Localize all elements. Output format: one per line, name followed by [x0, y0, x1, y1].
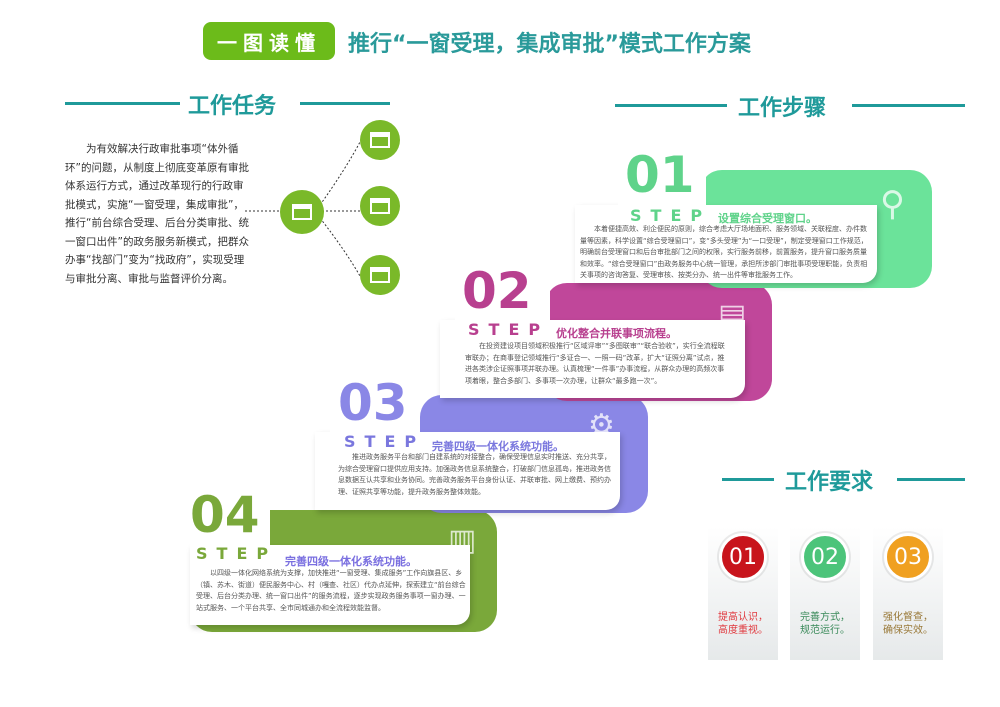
step-01-title: 设置综合受理窗口。	[718, 212, 817, 225]
step-01-number: 01	[625, 146, 695, 204]
bar-chart-icon: ▥	[448, 523, 477, 558]
chat-icon: ▤	[718, 298, 747, 333]
step-02-label: STEP	[468, 320, 550, 339]
task-node	[360, 186, 400, 226]
tasks-text: 为有效解决行政审批事项“体外循环”的问题，从制度上彻底变革原有审批体系运行方式，…	[65, 143, 249, 285]
requirement-line1: 完善方式，	[800, 612, 850, 623]
task-connectors	[245, 141, 361, 277]
requirement-line1: 提高认识，	[718, 612, 768, 623]
requirement-line2: 确保实效。	[883, 625, 933, 636]
step-04-number: 04	[190, 486, 260, 544]
requirement-card-01: 01 提高认识， 高度重视。	[708, 527, 778, 660]
step-02-tab	[455, 258, 550, 338]
step-03-label: STEP	[344, 432, 426, 451]
step-03-title: 完善四级一体化系统功能。	[432, 440, 564, 453]
step-04-text: 以四级一体化网络系统为支撑，加快推进“一窗受理、集成服务”工作向旗县区、乡（镇、…	[196, 569, 466, 612]
counter-icon	[292, 204, 312, 220]
counter-icon	[370, 132, 390, 148]
requirement-line2: 高度重视。	[718, 625, 768, 636]
step-02-text: 在投资建设项目领域积极推行“区域评审”“多图联审”“联合验收”，实行全流程联审联…	[465, 342, 725, 385]
step-04-title: 完善四级一体化系统功能。	[285, 555, 417, 568]
task-node-center	[280, 190, 324, 234]
requirement-card-03: 03 强化督查， 确保实效。	[873, 527, 943, 660]
gear-icon: ⚙	[588, 408, 615, 443]
requirements-heading: 工作要求	[785, 470, 874, 495]
tasks-heading: 工作任务	[188, 94, 277, 119]
divider	[615, 104, 727, 107]
task-node	[360, 255, 400, 295]
requirement-card-02: 02 完善方式， 规范运行。	[790, 527, 860, 660]
counter-icon	[370, 198, 390, 214]
divider	[300, 102, 390, 105]
divider	[897, 478, 965, 481]
counter-icon	[370, 267, 390, 283]
step-01-text: 本着便捷高效、利企便民的原则，综合考虑大厅场地面积、服务领域、关联程度、办件数量…	[580, 225, 868, 279]
step-02-number: 02	[462, 262, 532, 320]
requirement-line2: 规范运行。	[800, 625, 850, 636]
divider	[65, 102, 180, 105]
step-01-label: STEP	[630, 206, 712, 225]
page-title: 推行“一窗受理，集成审批”模式工作方案	[348, 32, 751, 57]
step-03-tab	[330, 370, 420, 450]
requirement-line1: 强化督查，	[883, 612, 933, 623]
step-01-tab	[618, 140, 706, 225]
divider	[852, 104, 965, 107]
header-badge: 一图读懂	[203, 22, 335, 60]
step-03-text: 推进政务服务平台和部门自建系统的对接整合，确保受理信息实时推送、充分共享，为综合…	[338, 453, 611, 496]
requirement-number: 03	[884, 533, 932, 581]
steps-heading: 工作步骤	[738, 96, 827, 121]
step-02-title: 优化整合并联事项流程。	[556, 327, 677, 340]
step-04-label: STEP	[196, 544, 278, 563]
requirement-number: 02	[801, 533, 849, 581]
task-node	[360, 120, 400, 160]
step-03-number: 03	[338, 374, 408, 432]
search-icon: ⚲	[880, 184, 905, 224]
divider	[722, 478, 774, 481]
requirement-number: 01	[719, 533, 767, 581]
step-04-tab	[190, 482, 270, 562]
